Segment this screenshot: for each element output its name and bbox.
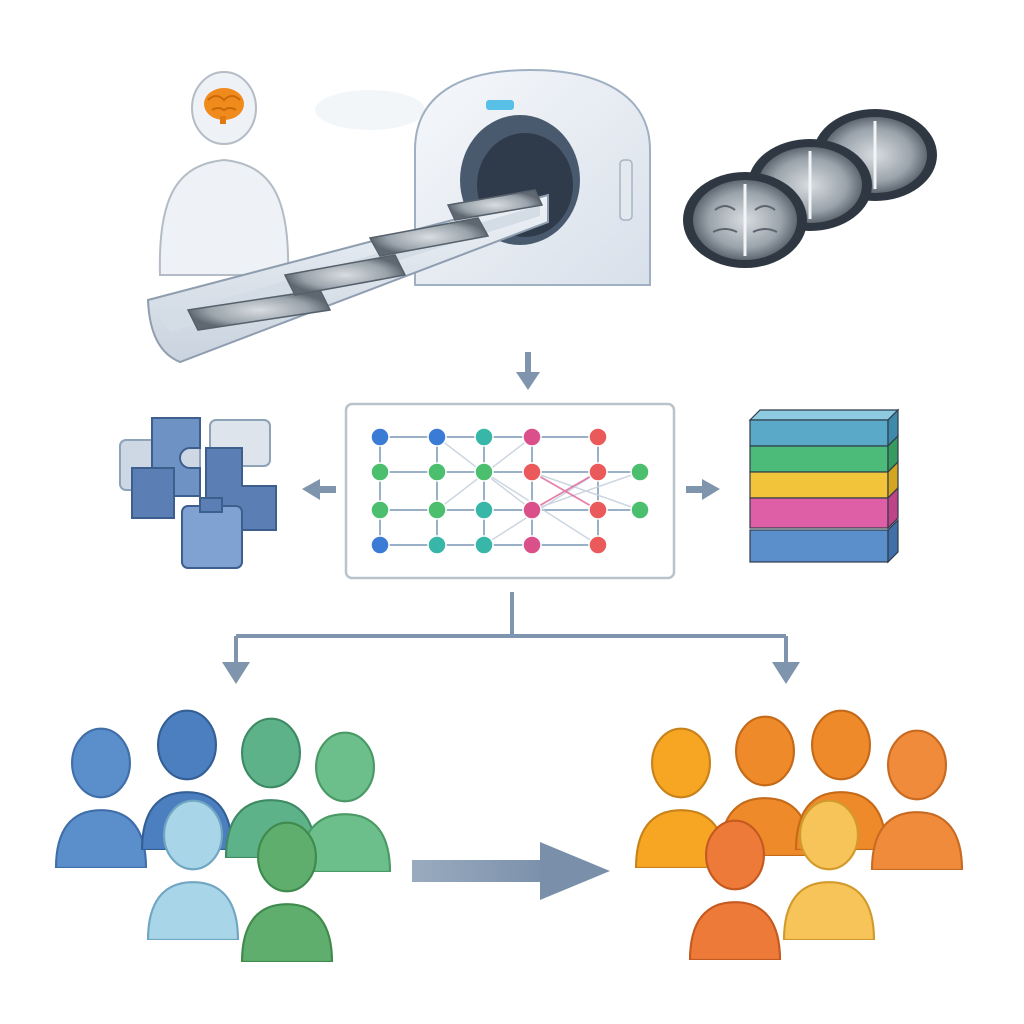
split-arrows (234, 592, 788, 670)
arrow-icon (302, 479, 336, 500)
puzzle-blocks-icon (119, 417, 277, 569)
stack-icon (748, 408, 900, 564)
group-icon (54, 709, 392, 962)
arrow-icon (412, 842, 610, 900)
brain-icon (204, 88, 244, 124)
scanner-tray (146, 189, 549, 364)
neural-network-icon (344, 402, 676, 580)
arrow-icon (222, 662, 250, 684)
arrow-icon (772, 662, 800, 684)
brain-slice-icon (683, 109, 937, 268)
group-icon (634, 709, 964, 960)
arrow-icon (686, 479, 720, 500)
patient-figure (158, 71, 290, 276)
person-icon (158, 71, 290, 276)
arrow-icon (516, 352, 540, 390)
